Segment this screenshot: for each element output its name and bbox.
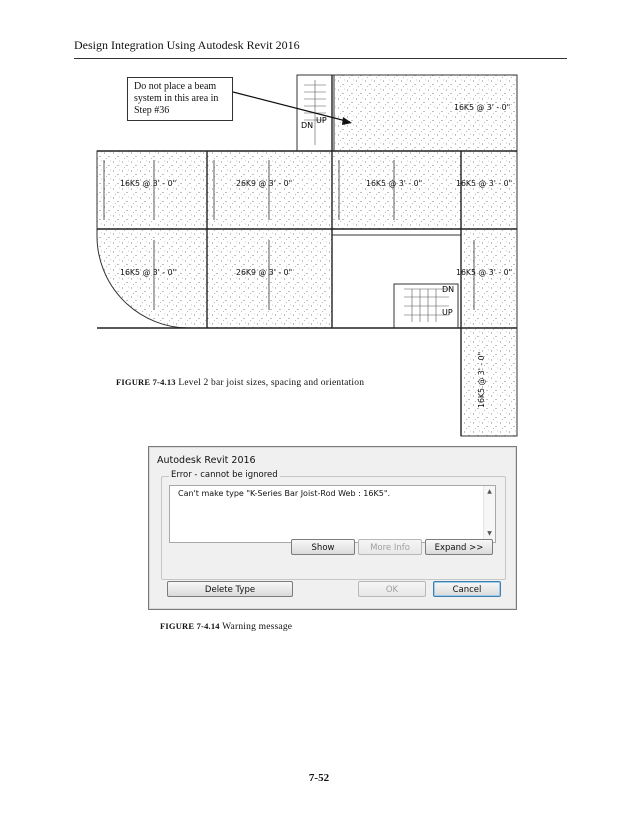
callout-note: Do not place a beam system in this area … <box>127 77 233 121</box>
floor-plan: DN UP DN UP <box>94 70 522 438</box>
error-group <box>161 476 506 580</box>
running-header: Design Integration Using Autodesk Revit … <box>74 38 300 52</box>
callout-line-2: system in this area in <box>134 93 219 104</box>
dialog-title: Autodesk Revit 2016 <box>157 455 256 466</box>
figure-label-1: FIGURE 7-4.13 <box>116 377 176 387</box>
scroll-up-icon[interactable]: ▲ <box>487 488 492 495</box>
joist-label-r2c1: 16K5 @ 3' - 0" <box>120 179 176 188</box>
figure-label-2: FIGURE 7-4.14 <box>160 621 220 631</box>
joist-label-r3c2: 26K9 @ 3' - 0" <box>236 268 292 277</box>
figure-caption-text-2: Warning message <box>222 622 293 632</box>
joist-label-r3c1: 16K5 @ 3' - 0" <box>120 268 176 277</box>
stair-lower-dn: DN <box>442 285 454 294</box>
stair-upper-dn: DN <box>301 121 313 130</box>
error-message: Can't make type "K-Series Bar Joist-Rod … <box>178 489 391 498</box>
floor-plan-drawing: DN UP DN UP <box>96 74 518 437</box>
header-rule <box>74 58 567 59</box>
slab-row-3-right <box>460 228 518 329</box>
slab-row-3-left <box>96 228 333 329</box>
message-scrollbar[interactable]: ▲ ▼ <box>483 486 495 540</box>
figure-caption-1: FIGURE 7-4.13 Level 2 bar joist sizes, s… <box>116 377 364 388</box>
figure-caption-2: FIGURE 7-4.14 Warning message <box>160 621 292 632</box>
callout-line-3: Step #36 <box>134 105 170 116</box>
show-button[interactable]: Show <box>291 539 355 555</box>
callout-line-1: Do not place a beam <box>134 81 217 92</box>
joist-label-r1c5: 16K5 @ 3' - 0" <box>454 103 510 112</box>
callout-arrowhead <box>342 117 352 125</box>
stair-lower-up: UP <box>442 308 453 317</box>
joist-label-r2c2: 26K9 @ 3' - 0" <box>236 179 292 188</box>
page-number: 7-52 <box>308 772 330 784</box>
joist-label-r2c4: 16K5 @ 3' - 0" <box>456 179 512 188</box>
callout-leader <box>232 91 351 123</box>
scroll-down-icon[interactable]: ▼ <box>487 530 492 537</box>
message-box[interactable]: Can't make type "K-Series Bar Joist-Rod … <box>169 485 496 543</box>
slab-row-2 <box>96 150 518 230</box>
more-info-button[interactable]: More Info <box>358 539 422 555</box>
joist-label-vertical: 16K5 @ 3' - 0" <box>477 352 486 408</box>
expand-button[interactable]: Expand >> <box>425 539 493 555</box>
error-group-title: Error - cannot be ignored <box>169 470 280 480</box>
error-dialog: Autodesk Revit 2016 Error - cannot be ig… <box>148 446 517 610</box>
stair-upper-up: UP <box>316 116 327 125</box>
joist-label-r2c3: 16K5 @ 3' - 0" <box>366 179 422 188</box>
delete-type-button[interactable]: Delete Type <box>167 581 293 597</box>
cancel-button[interactable]: Cancel <box>433 581 501 597</box>
figure-caption-text-1: Level 2 bar joist sizes, spacing and ori… <box>178 378 365 388</box>
slab-upper-right <box>333 74 518 152</box>
slab-vertical-strip <box>460 327 518 437</box>
ok-button[interactable]: OK <box>358 581 426 597</box>
joist-label-r3c4: 16K5 @ 3' - 0" <box>456 268 512 277</box>
